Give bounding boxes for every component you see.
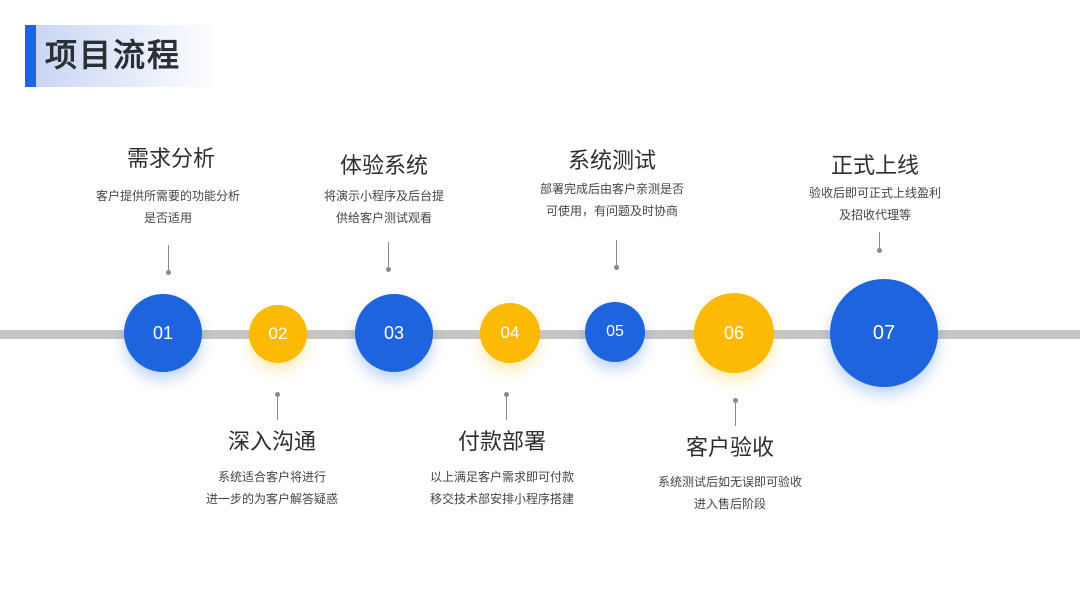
step-4-desc: 以上满足客户需求即可付款移交技术部安排小程序搭建 xyxy=(429,470,574,506)
title-decoration xyxy=(25,25,220,87)
step-1-connector-dot xyxy=(166,270,171,275)
step-3-node: 03 xyxy=(355,294,433,372)
step-7-node: 07 xyxy=(830,279,938,387)
step-5-number: 05 xyxy=(606,323,624,340)
step-3-title: 体验系统 xyxy=(339,154,428,179)
step-7-connector xyxy=(879,232,880,252)
step-4-node: 04 xyxy=(480,303,540,363)
step-5-desc: 部署完成后由客户亲测是否可使用，有问题及时协商 xyxy=(539,182,684,218)
step-4-connector xyxy=(506,394,507,420)
step-4-title: 付款部署 xyxy=(457,430,546,455)
timeline-line xyxy=(0,330,1080,339)
step-1-title: 需求分析 xyxy=(126,147,215,172)
step-5-title: 系统测试 xyxy=(567,149,656,174)
step-6-title: 客户验收 xyxy=(685,436,774,461)
step-2-title: 深入沟通 xyxy=(227,430,316,455)
step-1-desc: 客户提供所需要的功能分析是否适用 xyxy=(95,189,240,225)
step-7-desc: 验收后即可正式上线盈利及招收代理等 xyxy=(808,186,941,222)
step-2-desc: 系统适合客户将进行进一步的为客户解答疑惑 xyxy=(205,470,338,506)
step-6-number: 06 xyxy=(723,322,745,343)
step-3-connector-dot xyxy=(386,267,391,272)
page-title: 项目流程 xyxy=(45,36,182,74)
step-1-node: 01 xyxy=(124,294,202,372)
step-3-number: 03 xyxy=(383,322,405,343)
step-2-connector xyxy=(277,394,278,420)
step-6-node: 06 xyxy=(694,293,774,373)
title-accent-bar xyxy=(25,25,36,87)
step-1-number: 01 xyxy=(152,322,174,343)
step-6-connector xyxy=(735,400,736,426)
step-5-node: 05 xyxy=(585,302,645,362)
step-7-title: 正式上线 xyxy=(830,154,919,179)
step-3-connector xyxy=(388,242,389,270)
step-1-connector xyxy=(168,245,169,273)
step-6-desc: 系统测试后如无误即可验收进入售后阶段 xyxy=(657,475,802,511)
step-7-connector-dot xyxy=(877,248,882,253)
step-2-node: 02 xyxy=(249,305,307,363)
step-5-connector-dot xyxy=(614,265,619,270)
step-4-number: 04 xyxy=(500,323,520,342)
step-7-number: 07 xyxy=(872,321,896,344)
step-2-number: 02 xyxy=(268,324,288,343)
title-gradient-band xyxy=(36,25,220,87)
step-5-connector xyxy=(616,240,617,268)
step-3-desc: 将演示小程序及后台提供给客户测试观看 xyxy=(323,189,444,225)
